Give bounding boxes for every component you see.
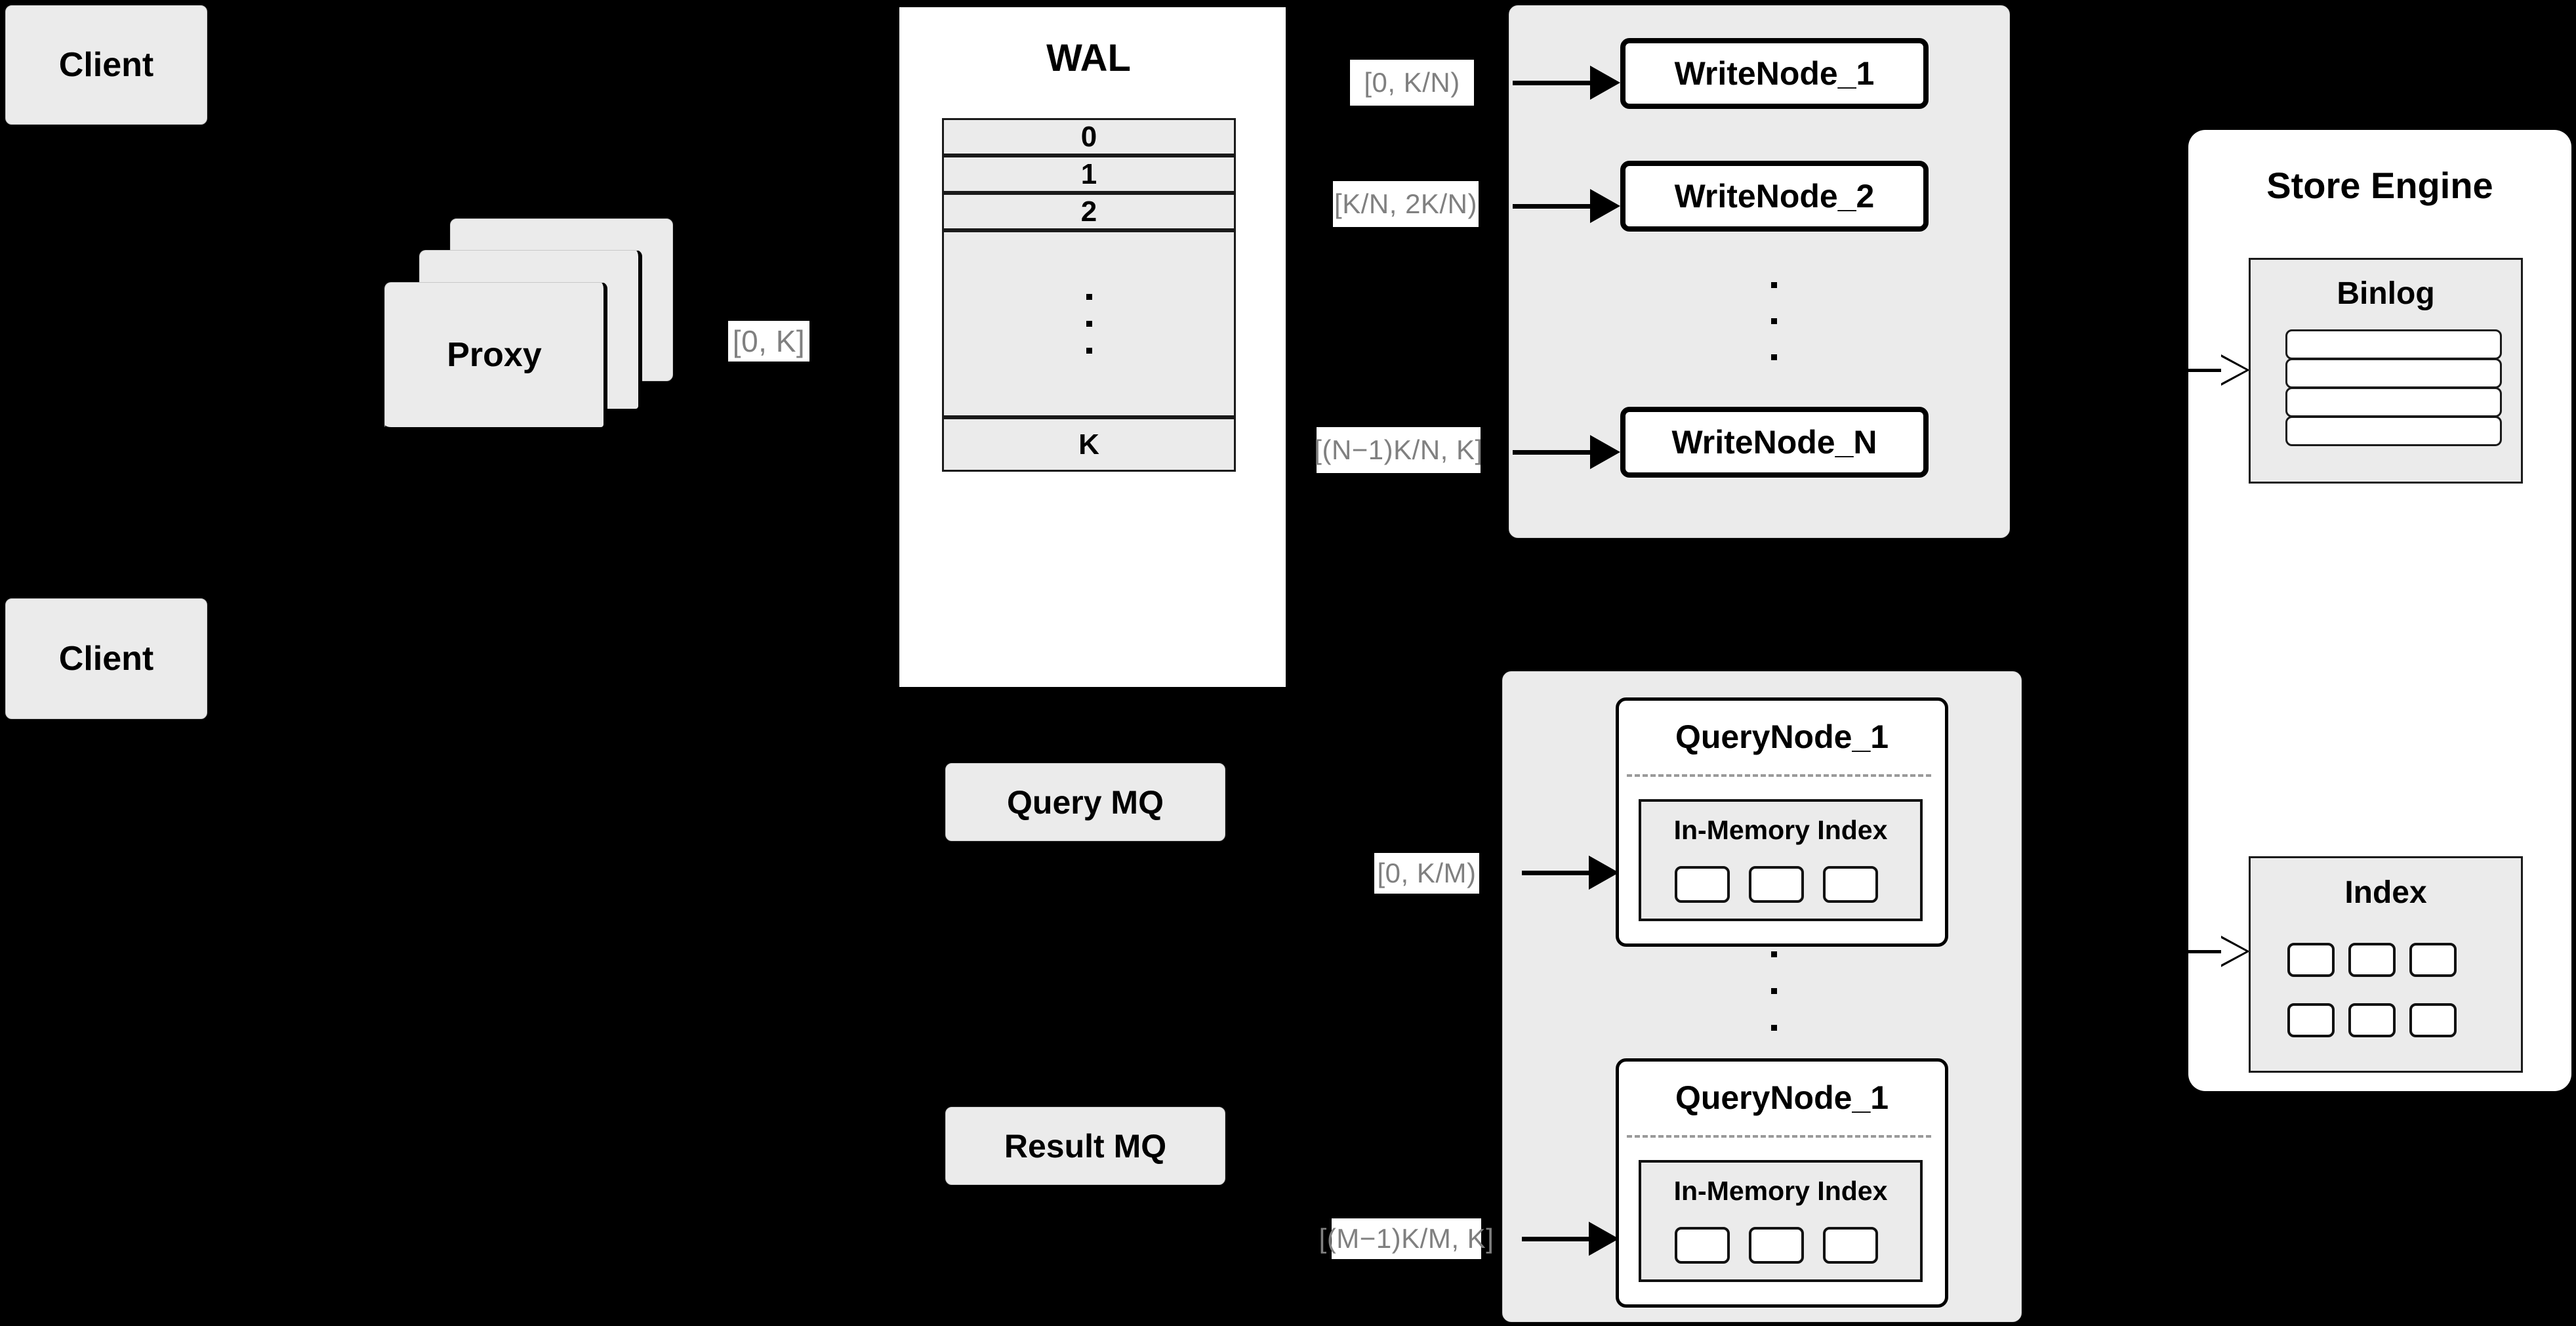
write-node-n-arrow-head [1590, 435, 1620, 469]
write-node-1[interactable]: WriteNode_1 [1620, 38, 1929, 109]
query-node-1-separator [1627, 774, 1931, 777]
wal-entry-k: K [942, 417, 1236, 472]
write-node-1-range-label: [0, K/N) [1350, 60, 1474, 106]
binlog-segment-4 [2285, 416, 2502, 446]
query-node-m-index-label: In-Memory Index [1673, 1176, 1888, 1206]
client-node-1-label: Client [58, 46, 154, 84]
query-node-1-inmemory-index: In-Memory Index [1639, 799, 1923, 921]
proxy-range-label: [0, K] [728, 321, 809, 362]
index-cell-5 [2348, 1003, 2396, 1037]
wal-title: WAL [1046, 37, 1131, 79]
index-inflow-arrow-head [2221, 936, 2250, 967]
query-node-1-index-segment-3 [1823, 866, 1878, 903]
query-node-1-index-label: In-Memory Index [1673, 815, 1888, 845]
write-node-2-arrow-head [1590, 189, 1620, 223]
index-cell-2 [2348, 943, 2396, 977]
index-cell-3 [2409, 943, 2457, 977]
query-node-1-arrow-head [1589, 856, 1619, 890]
query-mq-node[interactable]: Query MQ [945, 763, 1225, 841]
query-node-m-range-label: [(M−1)K/M, K] [1319, 1218, 1494, 1259]
query-node-1-index-segment-1 [1675, 866, 1730, 903]
query-mq-label: Query MQ [1007, 783, 1164, 821]
write-node-1-arrow-line [1513, 81, 1593, 85]
result-mq-label: Result MQ [1004, 1127, 1167, 1165]
client-node-2[interactable]: Client [5, 598, 207, 719]
wal-entry-1: 1 [942, 155, 1236, 193]
query-node-m-label: QueryNode_1 [1675, 1079, 1889, 1116]
write-node-1-label: WriteNode_1 [1674, 55, 1875, 92]
binlog-segment-1 [2285, 329, 2502, 360]
query-node-m-arrow-line [1522, 1237, 1591, 1241]
query-node-1-range-label: [0, K/M) [1374, 853, 1479, 894]
index-cell-6 [2409, 1003, 2457, 1037]
write-node-n[interactable]: WriteNode_N [1620, 407, 1929, 478]
write-node-n-arrow-line [1513, 450, 1593, 455]
query-node-m[interactable]: QueryNode_1 In-Memory Index [1616, 1058, 1948, 1308]
binlog-segment-2 [2285, 358, 2502, 388]
write-cluster-vertical-ellipsis-icon [1771, 282, 1777, 360]
write-node-2-range-label: [K/N, 2K/N) [1333, 181, 1479, 227]
index-cell-4 [2287, 1003, 2335, 1037]
query-node-1-label: QueryNode_1 [1675, 718, 1889, 755]
write-node-2[interactable]: WriteNode_2 [1620, 161, 1929, 232]
binlog-inflow-arrow-head [2221, 354, 2250, 386]
query-node-m-index-segment-1 [1675, 1227, 1730, 1264]
binlog-title: Binlog [2337, 276, 2435, 311]
proxy-node[interactable]: Proxy [384, 282, 607, 431]
wal-entry-2: 2 [942, 193, 1236, 230]
query-node-1-arrow-line [1522, 871, 1591, 875]
store-engine-title: Store Engine [2266, 165, 2493, 206]
query-node-m-arrow-head [1589, 1222, 1619, 1256]
binlog-segment-3 [2285, 387, 2502, 417]
write-node-n-range-label: [(N−1)K/N, K] [1314, 427, 1482, 473]
query-node-m-index-segment-2 [1749, 1227, 1804, 1264]
proxy-node-label: Proxy [447, 336, 542, 374]
query-node-1-index-segment-2 [1749, 866, 1804, 903]
result-mq-node[interactable]: Result MQ [945, 1107, 1225, 1185]
client-node-1[interactable]: Client [5, 5, 207, 125]
query-node-1[interactable]: QueryNode_1 In-Memory Index [1616, 697, 1948, 947]
write-node-1-arrow-head [1590, 66, 1620, 100]
index-cell-1 [2287, 943, 2335, 977]
client-node-2-label: Client [58, 640, 154, 678]
index-inflow-arrow-line [2186, 950, 2224, 953]
write-node-2-arrow-line [1513, 204, 1593, 209]
query-node-m-separator [1627, 1135, 1931, 1138]
wal-entry-ellipsis [942, 230, 1236, 417]
query-cluster-vertical-ellipsis-icon [1771, 951, 1777, 1031]
wal-entry-0: 0 [942, 118, 1236, 155]
write-node-n-label: WriteNode_N [1671, 424, 1877, 461]
query-node-m-inmemory-index: In-Memory Index [1639, 1160, 1923, 1282]
binlog-inflow-arrow-line [2186, 369, 2224, 372]
wal-vertical-ellipsis-icon [1086, 283, 1092, 364]
query-node-m-index-segment-3 [1823, 1227, 1878, 1264]
write-node-2-label: WriteNode_2 [1674, 178, 1875, 215]
index-title: Index [2344, 875, 2427, 910]
